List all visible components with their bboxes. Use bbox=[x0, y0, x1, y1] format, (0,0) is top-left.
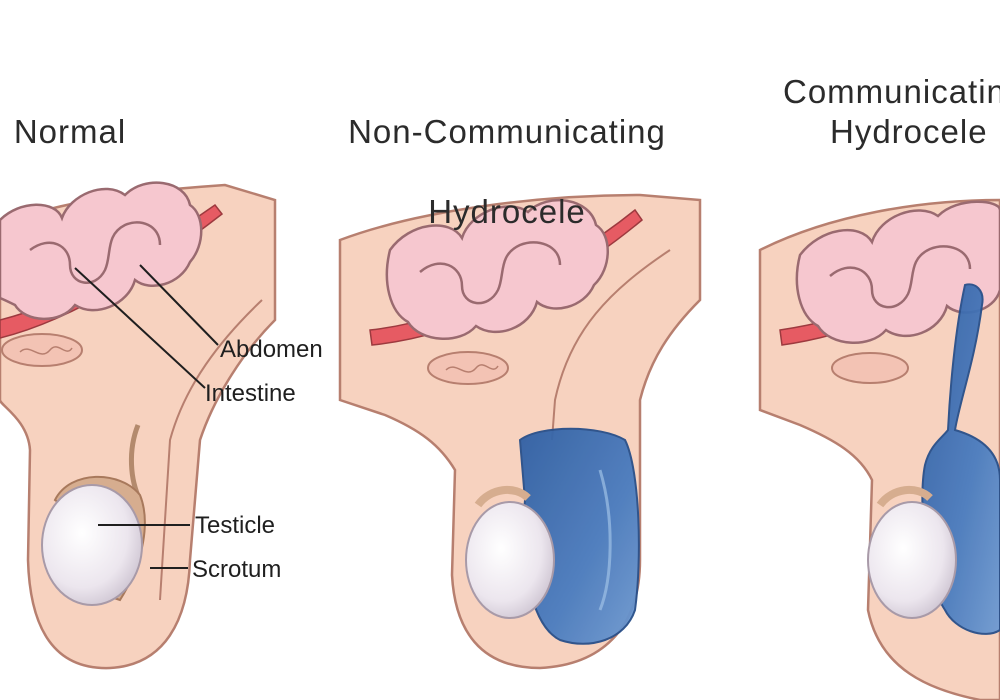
testicle bbox=[41, 484, 143, 606]
spermatic-cord bbox=[831, 352, 909, 384]
leader-lines bbox=[74, 264, 219, 569]
panel-title-line1: Non-Communicating bbox=[348, 113, 666, 150]
panel-title-line1: Normal bbox=[13, 113, 127, 150]
epididymis bbox=[474, 485, 531, 508]
panel-normal-drawing bbox=[0, 181, 277, 670]
epididymis bbox=[876, 485, 933, 508]
testicle bbox=[465, 501, 555, 619]
panel-title-noncommunicating: Non-Communicating Hydrocele bbox=[318, 72, 696, 272]
panel-communicating-drawing bbox=[758, 198, 1000, 700]
intestine-fold bbox=[29, 221, 162, 284]
label-abdomen: Abdomen bbox=[220, 336, 323, 363]
cord-coil bbox=[445, 364, 499, 373]
abdomen-leader bbox=[139, 264, 219, 346]
panel-title-line2: Hydrocele bbox=[428, 193, 586, 230]
inguinal-canal bbox=[159, 299, 263, 601]
intestine bbox=[0, 181, 203, 321]
testicle bbox=[867, 501, 957, 619]
intestine-fold bbox=[419, 241, 562, 305]
panel-title-communicating: Communicating Hydrocele bbox=[775, 72, 1000, 152]
processus-line bbox=[551, 249, 671, 441]
panel-title-line1: Communicating bbox=[783, 73, 1000, 110]
panel-title-normal: Normal bbox=[0, 72, 140, 152]
spermatic-cord bbox=[427, 351, 509, 385]
label-scrotum: Scrotum bbox=[192, 556, 282, 583]
spermatic-cord bbox=[1, 333, 83, 367]
intestine-leader bbox=[74, 267, 206, 389]
intestine-fold bbox=[829, 245, 972, 309]
intestine bbox=[385, 198, 609, 340]
label-intestine: Intestine bbox=[205, 380, 296, 407]
label-testicle: Testicle bbox=[195, 512, 276, 539]
panel-title-line2: Hydrocele bbox=[830, 113, 988, 150]
fluid-highlight bbox=[598, 469, 612, 611]
panel-noncommunicating-drawing bbox=[338, 193, 702, 670]
cord-coil bbox=[19, 346, 73, 355]
